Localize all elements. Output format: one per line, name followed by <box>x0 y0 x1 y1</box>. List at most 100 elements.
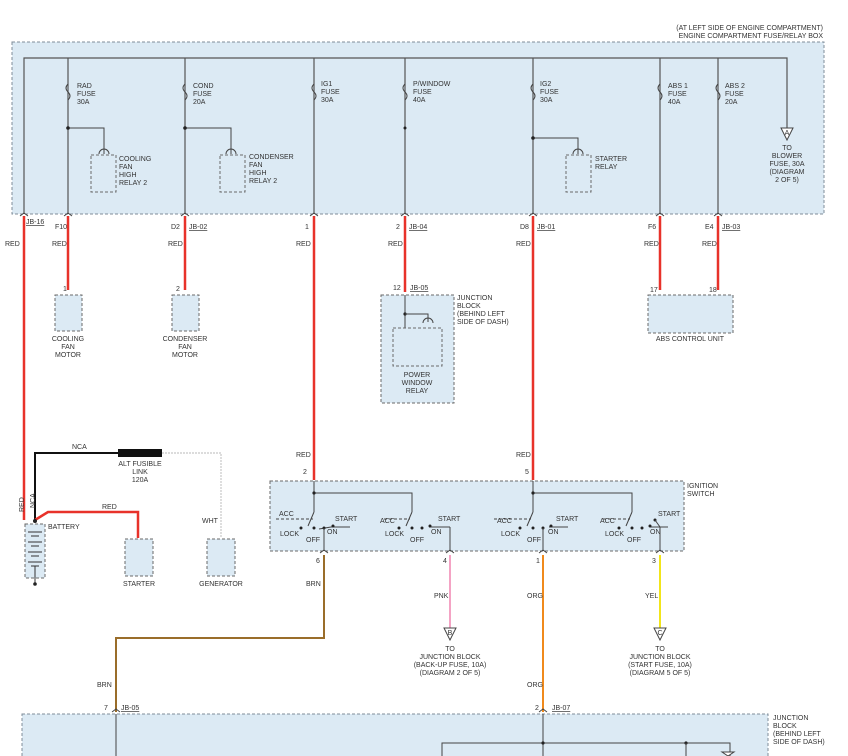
cooling-relay-l2: FAN <box>119 164 133 171</box>
wire-red-pwindow: RED <box>388 241 403 248</box>
bottom-pin-2: 2 <box>535 705 539 712</box>
fuse-rad-name: RAD <box>77 83 92 90</box>
fuse-ig2-rating: 30A <box>540 97 553 104</box>
ign-acc-1: ACC <box>279 511 294 518</box>
red-wires <box>22 216 720 520</box>
connector-jb01: JB-01 <box>537 224 555 231</box>
ign-lock-3: LOCK <box>501 531 520 538</box>
fuse-pwindow-name: P/WINDOW <box>413 81 451 88</box>
condenser-relay-l4: RELAY 2 <box>249 178 277 185</box>
cooling-relay-l4: RELAY 2 <box>119 180 147 187</box>
connector-jb07: JB-07 <box>552 705 570 712</box>
pin-f6: F6 <box>648 224 656 231</box>
ign-pin-3: 3 <box>652 558 656 565</box>
fuse-ig1-rating: 30A <box>321 97 334 104</box>
fuse-rad-rating: 30A <box>77 99 90 106</box>
ign-pin-6: 6 <box>316 558 320 565</box>
wire-org-label-top: ORG <box>527 593 543 600</box>
fuse-abs2-word: FUSE <box>725 91 744 98</box>
ref-c-l3: (START FUSE, 10A) <box>628 662 692 669</box>
junction-block-l4: SIDE OF DASH) <box>457 319 509 326</box>
ign-output-arrows <box>319 549 665 554</box>
fusible-link-circuit: NCA ALT FUSIBLE LINK 120A WHT RED NCA RE… <box>19 444 222 538</box>
ign-start-1: START <box>335 516 358 523</box>
fuse-abs2-name: ABS 2 <box>725 83 745 90</box>
starter: STARTER <box>123 538 155 588</box>
cooling-motor-l2: FAN <box>61 344 75 351</box>
ref-c-l4: (DIAGRAM 5 OF 5) <box>630 670 691 677</box>
abs-pin-18: 18 <box>709 287 717 294</box>
blower-ref-letter: A <box>785 130 790 137</box>
fuse-abs1-rating: 40A <box>668 99 681 106</box>
pw-relay-feed <box>403 126 407 130</box>
cooling-relay-l1: COOLING <box>119 156 151 163</box>
fuse-icon <box>715 83 721 101</box>
ref-c-l1: TO <box>655 646 665 653</box>
wire-red-battery: RED <box>19 497 26 512</box>
fuse-symbols <box>65 83 721 101</box>
ign-on-1: ON <box>327 529 338 536</box>
wire-red-f10: RED <box>52 241 67 248</box>
battery-label: BATTERY <box>48 524 80 531</box>
fuse-abs1-word: FUSE <box>668 91 687 98</box>
battery: BATTERY <box>24 523 80 586</box>
ignition-title-l2: SWITCH <box>687 491 715 498</box>
wire-brn <box>115 555 325 712</box>
ign-pin-1: 1 <box>536 558 540 565</box>
wire-red-ign2: RED <box>296 452 311 459</box>
ign-pin-2: 2 <box>303 469 307 476</box>
wire-red-jb16: RED <box>5 241 20 248</box>
connector-jb16: JB-16 <box>26 219 44 226</box>
condenser-relay-l2: FAN <box>249 162 263 169</box>
reference-c: C TO JUNCTION BLOCK (START FUSE, 10A) (D… <box>628 627 692 677</box>
ign-on-2: ON <box>431 529 442 536</box>
cooling-relay: COOLING FAN HIGH RELAY 2 <box>66 126 151 193</box>
condenser-motor-l2: FAN <box>178 344 192 351</box>
blower-ref-l5: 2 OF 5) <box>775 177 799 184</box>
blower-ref-l3: FUSE, 30A <box>769 161 804 168</box>
fuse-pwindow-rating: 40A <box>413 97 426 104</box>
ign-lock-4: LOCK <box>605 531 624 538</box>
junction-block-l1: JUNCTION <box>457 295 492 302</box>
reference-b: B TO JUNCTION BLOCK (BACK-UP FUSE, 10A) … <box>414 627 487 677</box>
wire-red-d8: RED <box>516 241 531 248</box>
starter-relay-l2: RELAY <box>595 164 618 171</box>
wire-brn-label-top: BRN <box>306 581 321 588</box>
bottom-junction-block: 7 JB-05 2 JB-07 JUNCTION BLOCK (BEHIND L… <box>21 705 825 756</box>
blower-reference: A TO BLOWER FUSE, 30A (DIAGRAM 2 OF 5) <box>769 127 805 184</box>
ref-c-l2: JUNCTION BLOCK <box>629 654 690 661</box>
engine-box-title: ENGINE COMPARTMENT FUSE/RELAY BOX <box>679 33 824 40</box>
power-window-relay-block: 12 JB-05 JUNCTION BLOCK (BEHIND LEFT SID… <box>380 285 509 404</box>
fuse-abs1-name: ABS 1 <box>668 83 688 90</box>
pin-f10: F10 <box>55 224 67 231</box>
wire-org-label-bottom: ORG <box>527 682 543 689</box>
connector-jb05-top: JB-05 <box>410 285 428 292</box>
ref-b-l2: JUNCTION BLOCK <box>419 654 480 661</box>
wire-brn-label-bottom: BRN <box>97 682 112 689</box>
fuse-ig1-name: IG1 <box>321 81 332 88</box>
pin-e4: E4 <box>705 224 714 231</box>
fuse-icon <box>530 83 536 101</box>
fusible-link-l3: 120A <box>132 477 149 484</box>
ign-start-4: START <box>658 511 681 518</box>
ign-lock-1: LOCK <box>280 531 299 538</box>
wire-yel-label: YEL <box>645 593 658 600</box>
wire-red-d2: RED <box>168 241 183 248</box>
fuse-ig1-word: FUSE <box>321 89 340 96</box>
fuse-ig2-word: FUSE <box>540 89 559 96</box>
blower-ref-l4: (DIAGRAM <box>770 169 805 176</box>
wire-red-f6: RED <box>644 241 659 248</box>
bottom-jb-l2: BLOCK <box>773 723 797 730</box>
wire-red-e4: RED <box>702 241 717 248</box>
ign-acc-2: ACC <box>380 518 395 525</box>
ref-b-letter: B <box>448 630 453 637</box>
engine-box-location: (AT LEFT SIDE OF ENGINE COMPARTMENT) <box>676 25 823 32</box>
fuse-pwindow-word: FUSE <box>413 89 432 96</box>
ref-b-l4: (DIAGRAM 2 OF 5) <box>420 670 481 677</box>
cooling-fan-motor: 1 COOLING FAN MOTOR <box>52 286 84 359</box>
condenser-relay: CONDENSER FAN HIGH RELAY 2 <box>183 126 294 193</box>
connector-jb02: JB-02 <box>189 224 207 231</box>
fuse-icon <box>182 83 188 101</box>
ref-b-l3: (BACK-UP FUSE, 10A) <box>414 662 487 669</box>
